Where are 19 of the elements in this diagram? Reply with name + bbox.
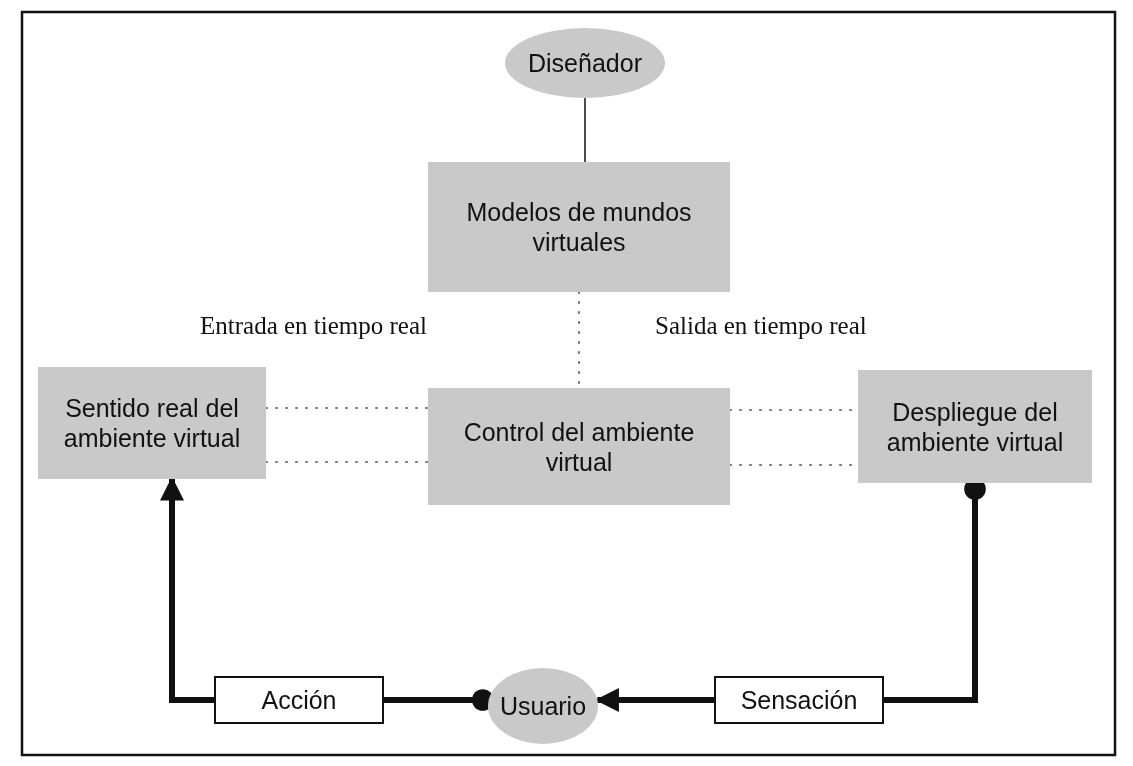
node-label: Diseñador (527, 48, 643, 78)
section-label: Entrada en tiempo real (200, 312, 427, 340)
node-label: Sentido real del ambiente virtual (62, 393, 242, 453)
node-label: Sensación (739, 685, 859, 715)
section-label: Salida en tiempo real (655, 312, 867, 340)
actor-ellipse (488, 668, 598, 744)
actor-ellipse (505, 28, 665, 98)
process-box (38, 367, 266, 479)
node-label: Despliegue del ambiente virtual (885, 396, 1065, 457)
node-label: Control del ambiente virtual (462, 416, 696, 477)
process-box (428, 388, 730, 505)
node-label: Modelos de mundos virtuales (465, 197, 693, 257)
process-box (714, 676, 884, 724)
connector-line (584, 97, 586, 163)
node-label: Usuario (498, 691, 588, 721)
process-box (214, 676, 384, 724)
process-box (428, 162, 730, 292)
node-label: Acción (260, 685, 338, 715)
process-box (858, 370, 1092, 483)
